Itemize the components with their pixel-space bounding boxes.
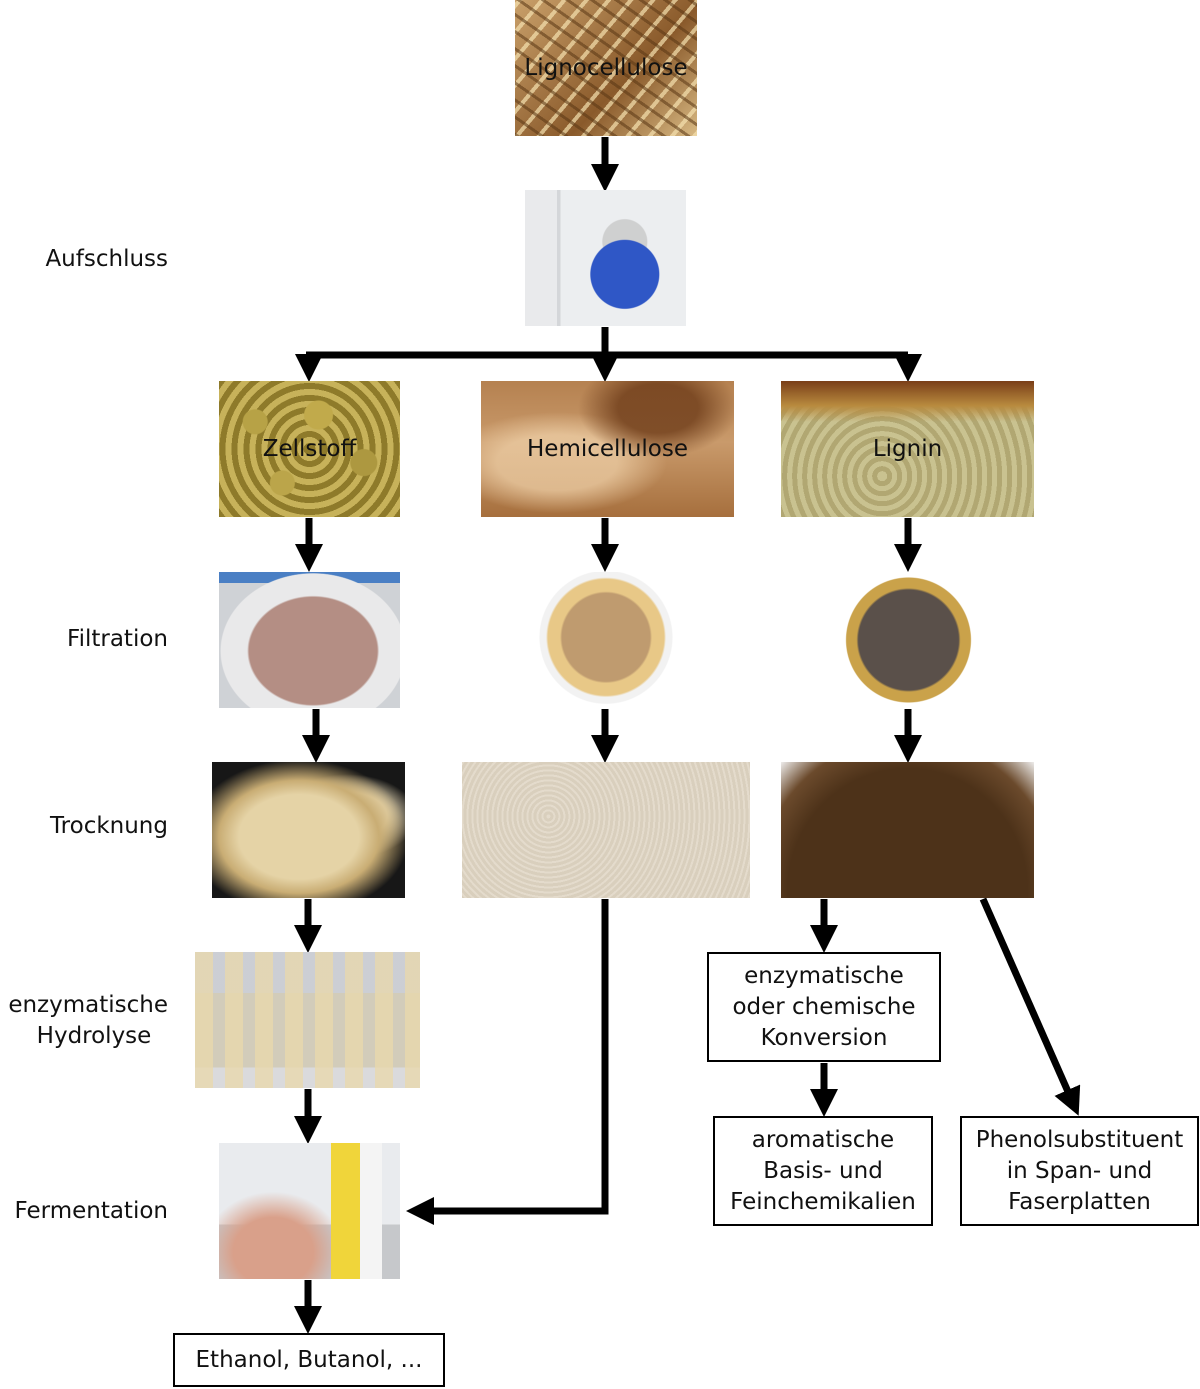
phenol-box: Phenolsubstituent in Span- und Faserplat… bbox=[960, 1116, 1199, 1226]
aromatische-box: aromatische Basis- und Feinchemikalien bbox=[713, 1116, 933, 1226]
fermentation-photo bbox=[219, 1143, 400, 1279]
lignocellulose-photo: Lignocellulose bbox=[515, 0, 697, 136]
stage-label-fermentation: Fermentation bbox=[14, 1198, 168, 1224]
hemicellulose-photo: Hemicellulose bbox=[481, 381, 734, 517]
lignocellulose-label: Lignocellulose bbox=[524, 55, 688, 81]
ethanol-output-box: Ethanol, Butanol, ... bbox=[173, 1333, 445, 1387]
lignin-label: Lignin bbox=[872, 436, 943, 462]
zellstoff-filtration-photo bbox=[219, 572, 400, 708]
hydrolyse-bottles-photo bbox=[195, 952, 420, 1088]
konversion-box: enzymatische oder chemische Konversion bbox=[707, 952, 941, 1062]
hemicellulose-label: Hemicellulose bbox=[527, 436, 688, 462]
lignin-filtration-photo bbox=[839, 572, 978, 708]
stage-label-aufschluss: Aufschluss bbox=[45, 246, 168, 272]
stage-label-enzymatische-hydrolyse: enzymatische Hydrolyse bbox=[8, 992, 168, 1049]
stage-label-filtration: Filtration bbox=[67, 626, 168, 652]
hemicellulose-dried-photo bbox=[462, 762, 750, 898]
lignin-photo: Lignin bbox=[781, 381, 1034, 517]
lignin-dried-photo bbox=[781, 762, 1034, 898]
hemicellulose-filtration-photo bbox=[535, 572, 677, 708]
arrow-lignin-phenol bbox=[979, 897, 1081, 1116]
aufschluss-reactor-photo bbox=[525, 190, 686, 326]
stage-label-trocknung: Trocknung bbox=[50, 813, 168, 839]
zellstoff-label: Zellstoff bbox=[262, 436, 357, 462]
zellstoff-photo: Zellstoff bbox=[219, 381, 400, 517]
zellstoff-dried-photo bbox=[212, 762, 405, 898]
arrow-hemi-to-fermentation bbox=[406, 899, 609, 1225]
